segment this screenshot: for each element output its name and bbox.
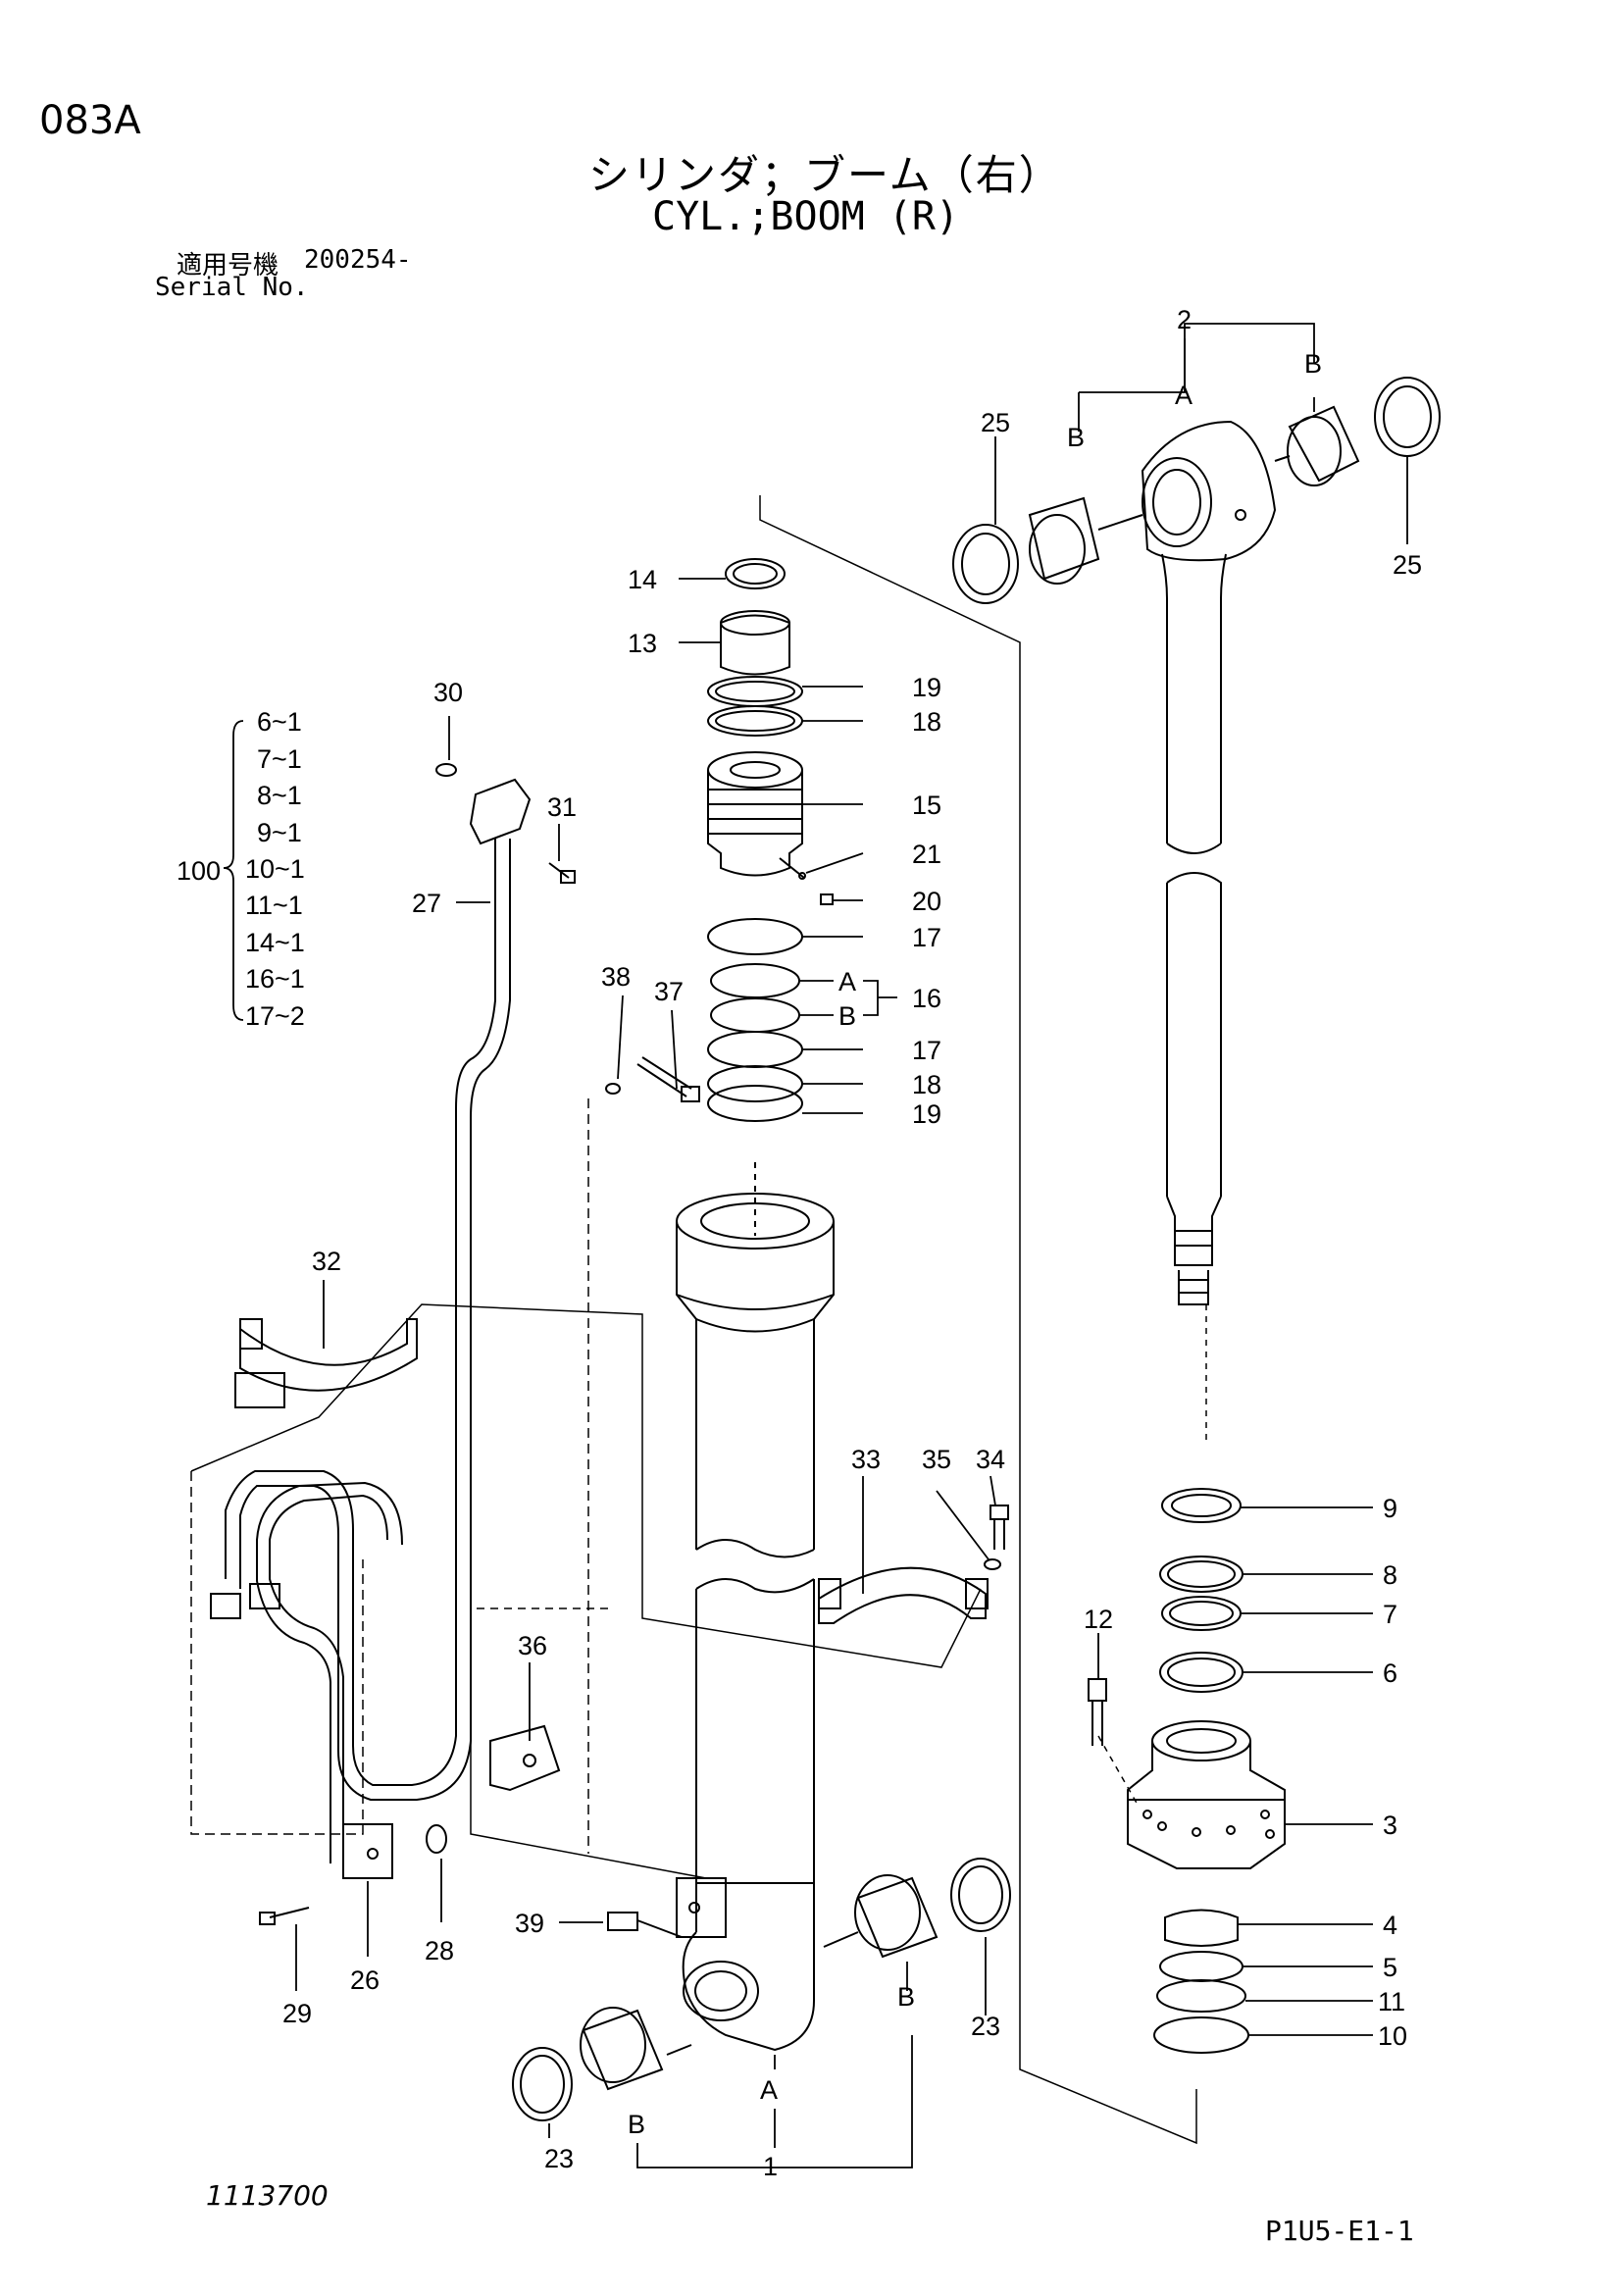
callout-20: 20 xyxy=(912,887,941,916)
callout-29: 29 xyxy=(282,1999,312,2028)
callout-2-b-right: B xyxy=(1304,349,1322,379)
cylinder-head xyxy=(1127,1720,1286,1869)
callout-16-a: A xyxy=(838,967,856,996)
seal-ring-23-left xyxy=(512,2047,573,2121)
bolt-37-38 xyxy=(605,1056,700,1102)
page-title-en: CYL.;BOOM (R) xyxy=(652,194,960,239)
page-title-jp: シリンダ；ブーム（右） xyxy=(588,151,1062,199)
rod-assembly xyxy=(1141,420,1277,1305)
serial-label-en: Serial No. xyxy=(155,273,309,302)
callout-13: 13 xyxy=(628,629,657,658)
band-clamp-32 xyxy=(234,1318,418,1408)
callout-17-lower: 17 xyxy=(912,1036,941,1065)
callout-18: 18 xyxy=(912,707,941,737)
callout-23-right: 23 xyxy=(971,2012,1000,2041)
kit-item: 16~1 xyxy=(245,964,305,994)
seal-ring-23-right xyxy=(950,1858,1011,1932)
kit-label: 100 xyxy=(177,856,221,886)
callout-7: 7 xyxy=(1383,1600,1397,1629)
callout-14: 14 xyxy=(628,565,657,594)
callout-21: 21 xyxy=(912,840,941,869)
callout-19: 19 xyxy=(912,673,941,702)
assembly-outline xyxy=(190,495,1207,2145)
callout-2-a: A xyxy=(1175,381,1193,410)
page-code: 083A xyxy=(39,98,141,143)
callout-5: 5 xyxy=(1383,1953,1397,1982)
callout-2: 2 xyxy=(1177,305,1192,334)
callout-16: 16 xyxy=(912,984,941,1013)
cylinder-tube xyxy=(676,1193,835,2052)
callout-35: 35 xyxy=(922,1445,951,1474)
serial-number: 200254- xyxy=(304,245,412,275)
callout-32: 32 xyxy=(312,1247,341,1276)
serial-label-jp: 適用号機 xyxy=(177,251,279,281)
callout-12: 12 xyxy=(1084,1605,1113,1634)
piston-stack xyxy=(707,558,834,1236)
o-ring-28 xyxy=(426,1824,447,1854)
callout-30: 30 xyxy=(433,678,463,707)
callout-27: 27 xyxy=(412,889,441,918)
callout-15: 15 xyxy=(912,791,941,820)
callout-4: 4 xyxy=(1383,1911,1397,1940)
callout-31: 31 xyxy=(547,792,577,822)
tube-bushings xyxy=(580,1874,939,2091)
callout-17: 17 xyxy=(912,923,941,952)
bolt-34-35 xyxy=(984,1505,1009,1570)
callout-25-right: 25 xyxy=(1393,550,1422,580)
callout-26: 26 xyxy=(350,1965,380,1995)
kit-item: 9~1 xyxy=(257,818,302,847)
callout-numbers: 14 13 19 18 15 21 20 17 A B 16 17 18 19 … xyxy=(177,305,1422,2181)
callout-33: 33 xyxy=(851,1445,881,1474)
callout-9: 9 xyxy=(1383,1494,1397,1523)
callout-1-a: A xyxy=(760,2075,778,2105)
callout-2-b-left: B xyxy=(1067,423,1085,452)
kit-item: 6~1 xyxy=(257,707,302,737)
callout-1-b-right: B xyxy=(897,1982,915,2012)
head-seal-rings xyxy=(1159,1488,1243,1693)
leader-lines xyxy=(223,323,1408,2168)
callout-38: 38 xyxy=(601,962,631,992)
hydraulic-pipes xyxy=(210,839,511,1925)
callout-37: 37 xyxy=(654,977,684,1006)
bolt-12 xyxy=(1088,1678,1107,1746)
callout-39: 39 xyxy=(515,1909,544,1938)
callout-16-b: B xyxy=(838,1001,856,1031)
callout-34: 34 xyxy=(976,1445,1005,1474)
head-lower-parts xyxy=(1153,1909,1249,2054)
band-clamp-33 xyxy=(818,1566,989,1624)
callout-1: 1 xyxy=(763,2152,778,2181)
drawing-number: 1113700 xyxy=(206,2179,329,2212)
callout-8: 8 xyxy=(1383,1560,1397,1590)
seal-ring-25-left xyxy=(952,524,1019,604)
pipe-clamp-top xyxy=(435,763,576,884)
callout-28: 28 xyxy=(425,1936,454,1965)
kit-item: 10~1 xyxy=(245,854,305,884)
callout-10: 10 xyxy=(1378,2021,1407,2051)
callout-6: 6 xyxy=(1383,1658,1397,1688)
kit-item: 17~2 xyxy=(245,1001,305,1031)
callout-1-b-left: B xyxy=(628,2110,645,2139)
kit-item: 8~1 xyxy=(257,781,302,810)
fitting-39 xyxy=(607,1912,683,1938)
callout-18-lower: 18 xyxy=(912,1070,941,1099)
callout-19-lower: 19 xyxy=(912,1099,941,1129)
kit-item: 11~1 xyxy=(245,891,303,920)
rod-bushings xyxy=(1028,405,1360,585)
callout-11: 11 xyxy=(1378,1987,1405,2016)
sheet-code: P1U5-E1-1 xyxy=(1265,2215,1414,2247)
callout-25-left: 25 xyxy=(981,408,1010,437)
callout-36: 36 xyxy=(518,1631,547,1660)
callout-23-left: 23 xyxy=(544,2144,574,2173)
kit-item: 14~1 xyxy=(245,928,305,957)
callout-3: 3 xyxy=(1383,1811,1397,1840)
clamp-36 xyxy=(489,1724,561,1792)
kit-item: 7~1 xyxy=(257,744,302,774)
